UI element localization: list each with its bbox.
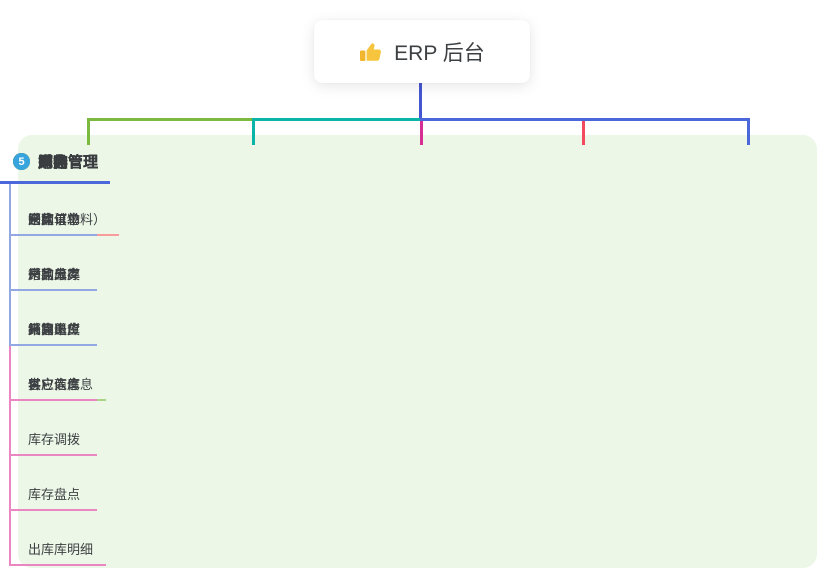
branch2-drop-connector — [252, 118, 255, 145]
branch1-horizontal-connector — [87, 118, 255, 121]
branch-finance-children: 回款单 付款单 结算账户 — [9, 184, 110, 346]
branch-number-badge: 5 — [13, 153, 30, 170]
mindmap-node[interactable]: 其它入库 — [11, 346, 97, 401]
branch-title: 库存管理 — [38, 154, 99, 171]
branch-title: 采购管理 — [38, 154, 99, 171]
mindmap-node[interactable]: 付款单 — [11, 236, 97, 291]
branch-finance: 5 财务管理 回款单 付款单 结算账户 — [0, 144, 111, 346]
branch-inventory-children: 仓库信息 产品库存 其它出库 其它入库 库存调拨 库存盘点 出库库明细 — [9, 184, 110, 566]
branch4-drop-connector — [582, 121, 585, 145]
branch1-drop-connector — [87, 118, 90, 145]
mindmap-node[interactable]: 库存盘点 — [11, 456, 97, 511]
mindmap-node[interactable]: 回款单 — [11, 184, 97, 236]
root-node[interactable]: ERP 后台 — [314, 20, 530, 83]
root-node-label: ERP 后台 — [394, 41, 485, 65]
mindmap-node[interactable]: 结算账户 — [11, 291, 97, 346]
branch3-drop-connector — [420, 121, 423, 145]
branch-finance-header[interactable]: 5 财务管理 — [0, 144, 111, 184]
mindmap-node[interactable]: 库存调拨 — [11, 401, 97, 456]
mindmap-node[interactable]: 出库库明细 — [11, 511, 107, 566]
branch-title: 财务管理 — [38, 154, 99, 171]
thumbs-up-icon — [360, 42, 382, 61]
branch5-drop-connector — [747, 118, 750, 145]
branches-background-panel — [18, 135, 817, 568]
root-connector-line — [419, 82, 422, 119]
branch5-horizontal-connector — [420, 118, 750, 121]
branch2-horizontal-connector — [253, 118, 422, 121]
branch-title: 销售管理 — [38, 154, 99, 171]
branch-title: 产品管理 — [38, 154, 99, 171]
